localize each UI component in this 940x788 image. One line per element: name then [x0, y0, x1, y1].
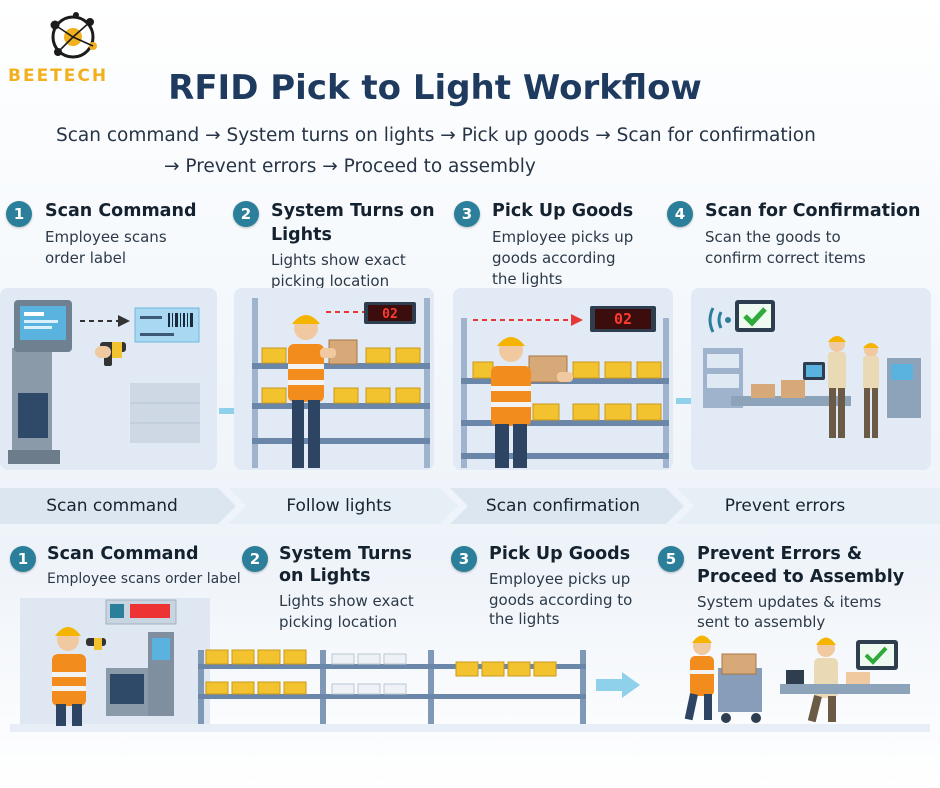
step-title: System Turns — [279, 544, 412, 564]
step-desc-line: Lights show exact — [279, 592, 414, 610]
step-title-line-2: Lights — [271, 225, 332, 245]
chevron-label: Scan confirmation — [485, 496, 641, 516]
step-desc-line: confirm correct items — [705, 249, 866, 267]
step-desc-line: Employee picks up — [492, 228, 634, 246]
step-title: System Turns on — [271, 201, 435, 221]
step-desc-line: goods according — [492, 249, 616, 267]
step-desc-line: Employee picks up — [489, 570, 631, 588]
subtitle-line-2: → Prevent errors → Proceed to assembly — [164, 156, 536, 177]
step-number-badge: 4 — [667, 201, 693, 227]
step-number-badge: 3 — [451, 546, 477, 572]
beetech-logo: BEETECH — [6, 6, 138, 86]
step-number-badge: 1 — [6, 201, 32, 227]
step-number-badge: 5 — [658, 546, 684, 572]
step-title: Scan for Confirmation — [705, 201, 921, 221]
led-display-value: 02 — [614, 310, 632, 328]
process-chevron-bar: Scan command Follow lights Scan confirma… — [0, 488, 940, 524]
confirmation-scene — [691, 288, 931, 470]
step-number-badge: 2 — [242, 546, 268, 572]
step-desc-line: Scan the goods to — [705, 228, 841, 246]
confirmation-station-illustration — [691, 288, 931, 470]
step-title: Pick Up Goods — [489, 544, 631, 564]
step-title-line-2: Proceed to Assembly — [697, 567, 905, 587]
warehouse-scene — [10, 598, 930, 732]
page-title: RFID Pick to Light Workflow — [168, 68, 702, 108]
step-number-badge: 1 — [10, 546, 36, 572]
bottom-warehouse-illustration — [10, 598, 930, 732]
step-number-badge: 2 — [233, 201, 259, 227]
pick-goods-scene: 02 — [453, 288, 673, 470]
step-desc-line: sent to assembly — [697, 613, 826, 631]
step-desc-line: goods according to — [489, 591, 633, 609]
step-title-line-2: on Lights — [279, 566, 371, 586]
step-title: Scan Command — [45, 201, 197, 221]
step-desc-line: picking location — [279, 613, 398, 631]
subtitle: Scan command → System turns on lights → … — [56, 120, 876, 182]
scan-kiosk-illustration — [0, 288, 217, 470]
kiosk-scene — [0, 288, 217, 470]
step-title: Prevent Errors & — [697, 544, 863, 564]
pick-goods-illustration: 02 — [453, 288, 673, 470]
shelf-lights-scene: 02 — [234, 288, 434, 470]
step-desc-line: order label — [45, 249, 127, 267]
step-desc-line: System updates & items — [697, 593, 882, 611]
chevron-shapes — [0, 488, 940, 524]
step-desc-line: picking location — [271, 272, 390, 290]
chevron-label: Follow lights — [286, 496, 392, 516]
step-desc-line: the lights — [489, 610, 560, 628]
shelf-lights-illustration: 02 — [234, 288, 434, 470]
step-desc-line: Employee scans — [45, 228, 167, 246]
step-title: Pick Up Goods — [492, 201, 634, 221]
led-display-value: 02 — [382, 307, 398, 322]
step-number-badge: 3 — [454, 201, 480, 227]
chevron-label: Scan command — [46, 496, 178, 516]
flow-arrow-icon — [622, 672, 640, 698]
logo-text: BEETECH — [8, 66, 109, 86]
subtitle-line-1: Scan command → System turns on lights → … — [56, 125, 816, 146]
beetech-logo-icon — [50, 12, 97, 59]
step-title: Scan Command — [47, 544, 199, 564]
step-desc-line: the lights — [492, 270, 563, 288]
step-desc-line: Employee scans order label — [47, 571, 241, 587]
step-desc-line: Lights show exact — [271, 251, 406, 269]
chevron-label: Prevent errors — [724, 496, 846, 516]
